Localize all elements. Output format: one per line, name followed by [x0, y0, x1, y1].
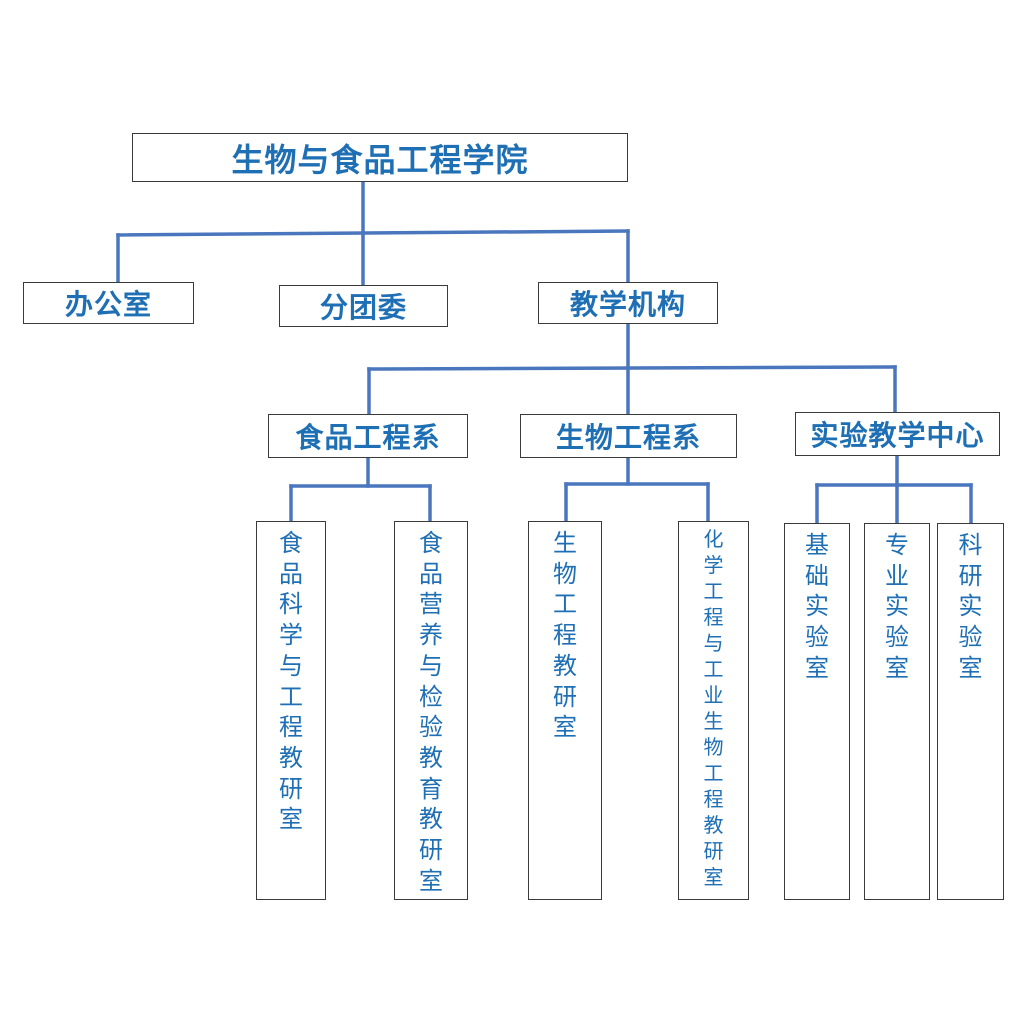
bio-dept-label: 生物工程系	[555, 421, 701, 454]
food-dept-node: 食品工程系	[268, 414, 468, 458]
basic-lab-node: 基础实验室	[784, 523, 850, 900]
chem-bio-label: 化学工程与工业生物工程教研室	[703, 527, 724, 889]
pro-lab-node: 专业实验室	[864, 523, 930, 900]
food-nutrition-node: 食品营养与检验教育教研室	[394, 521, 468, 900]
lab-center-label: 实验教学中心	[810, 419, 985, 452]
research-lab-node: 科研实验室	[937, 523, 1004, 900]
teaching-node: 教学机构	[538, 282, 718, 324]
research-lab-label: 科研实验室	[958, 531, 983, 682]
food-science-node: 食品科学与工程教研室	[256, 521, 326, 900]
office-node: 办公室	[23, 282, 194, 324]
food-science-label: 食品科学与工程教研室	[279, 529, 303, 834]
youth-league-label: 分团委	[319, 291, 407, 324]
basic-lab-label: 基础实验室	[805, 531, 829, 682]
office-label: 办公室	[64, 288, 152, 321]
food-nutrition-label: 食品营养与检验教育教研室	[419, 529, 443, 895]
bio-eng-label: 生物工程教研室	[553, 529, 577, 742]
connector-line	[116, 229, 630, 237]
chem-bio-node: 化学工程与工业生物工程教研室	[678, 521, 749, 900]
youth-league-node: 分团委	[279, 285, 448, 327]
root-label: 生物与食品工程学院	[231, 140, 529, 179]
root-node: 生物与食品工程学院	[132, 133, 628, 182]
bio-eng-node: 生物工程教研室	[528, 521, 602, 900]
connector-line	[367, 365, 897, 371]
bio-dept-node: 生物工程系	[520, 414, 737, 458]
teaching-label: 教学机构	[569, 288, 686, 321]
pro-lab-label: 专业实验室	[885, 531, 909, 682]
food-dept-label: 食品工程系	[295, 421, 441, 454]
lab-center-node: 实验教学中心	[795, 412, 1000, 456]
